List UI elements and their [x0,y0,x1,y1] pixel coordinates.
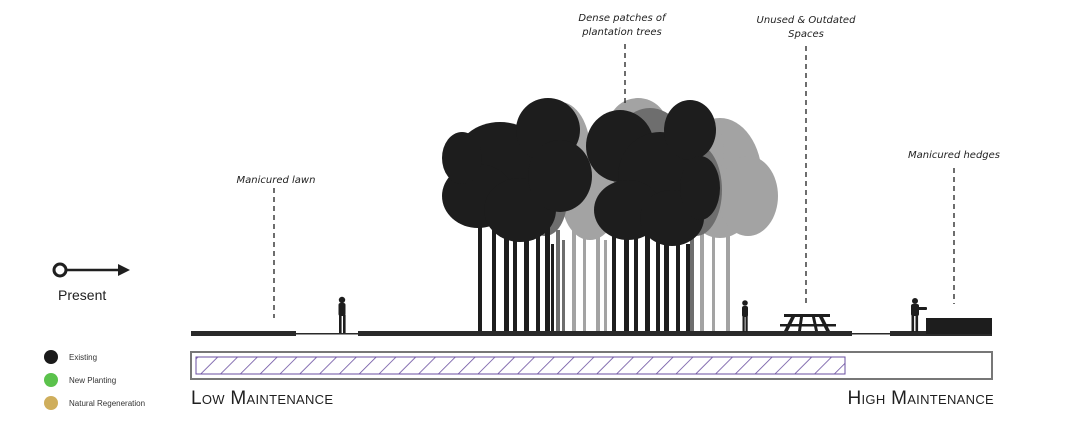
scale-low-label: Low Maintenance [191,388,334,409]
annotation-text: Manicured lawn [236,175,316,186]
timeline-label: Present [58,287,107,303]
legend-label: Natural Regeneration [69,398,146,408]
annotation-text-line2: Spaces [788,29,824,40]
annotation-text-line1: Unused & Outdated [756,15,856,26]
picnic-table-icon [780,314,836,331]
annotation-text: Manicured hedges [907,150,1001,161]
hedge-block [926,318,992,334]
person-silhouette-icon [911,298,927,332]
person-silhouette-icon [338,296,346,333]
annotation-manicured-lawn: Manicured lawn [226,174,326,188]
plantation-tree-group [442,98,720,332]
annotation-manicured-hedges: Manicured hedges [899,149,1009,163]
annotation-text-line2: plantation trees [582,27,662,38]
annotation-plantation-trees: Dense patches of plantation trees [562,12,682,40]
legend-item-natural-regeneration: Natural Regeneration [44,395,145,411]
legend-swatch-icon [44,350,58,364]
annotation-unused-spaces: Unused & Outdated Spaces [746,14,866,42]
legend-label: Existing [69,352,98,362]
annotation-leader-lines [273,44,955,318]
legend-item-existing: Existing [44,349,97,365]
legend-item-new-planting: New Planting [44,372,116,388]
maintenance-bar-fill [195,356,846,375]
present-arrow-icon [52,262,130,278]
annotation-text-line1: Dense patches of [578,13,666,24]
person-silhouette-icon [742,300,748,332]
legend-label: New Planting [69,375,117,385]
legend-swatch-icon [44,373,58,387]
scale-high-label: High Maintenance [847,388,994,409]
ground-line [191,331,992,336]
legend-swatch-icon [44,396,58,410]
